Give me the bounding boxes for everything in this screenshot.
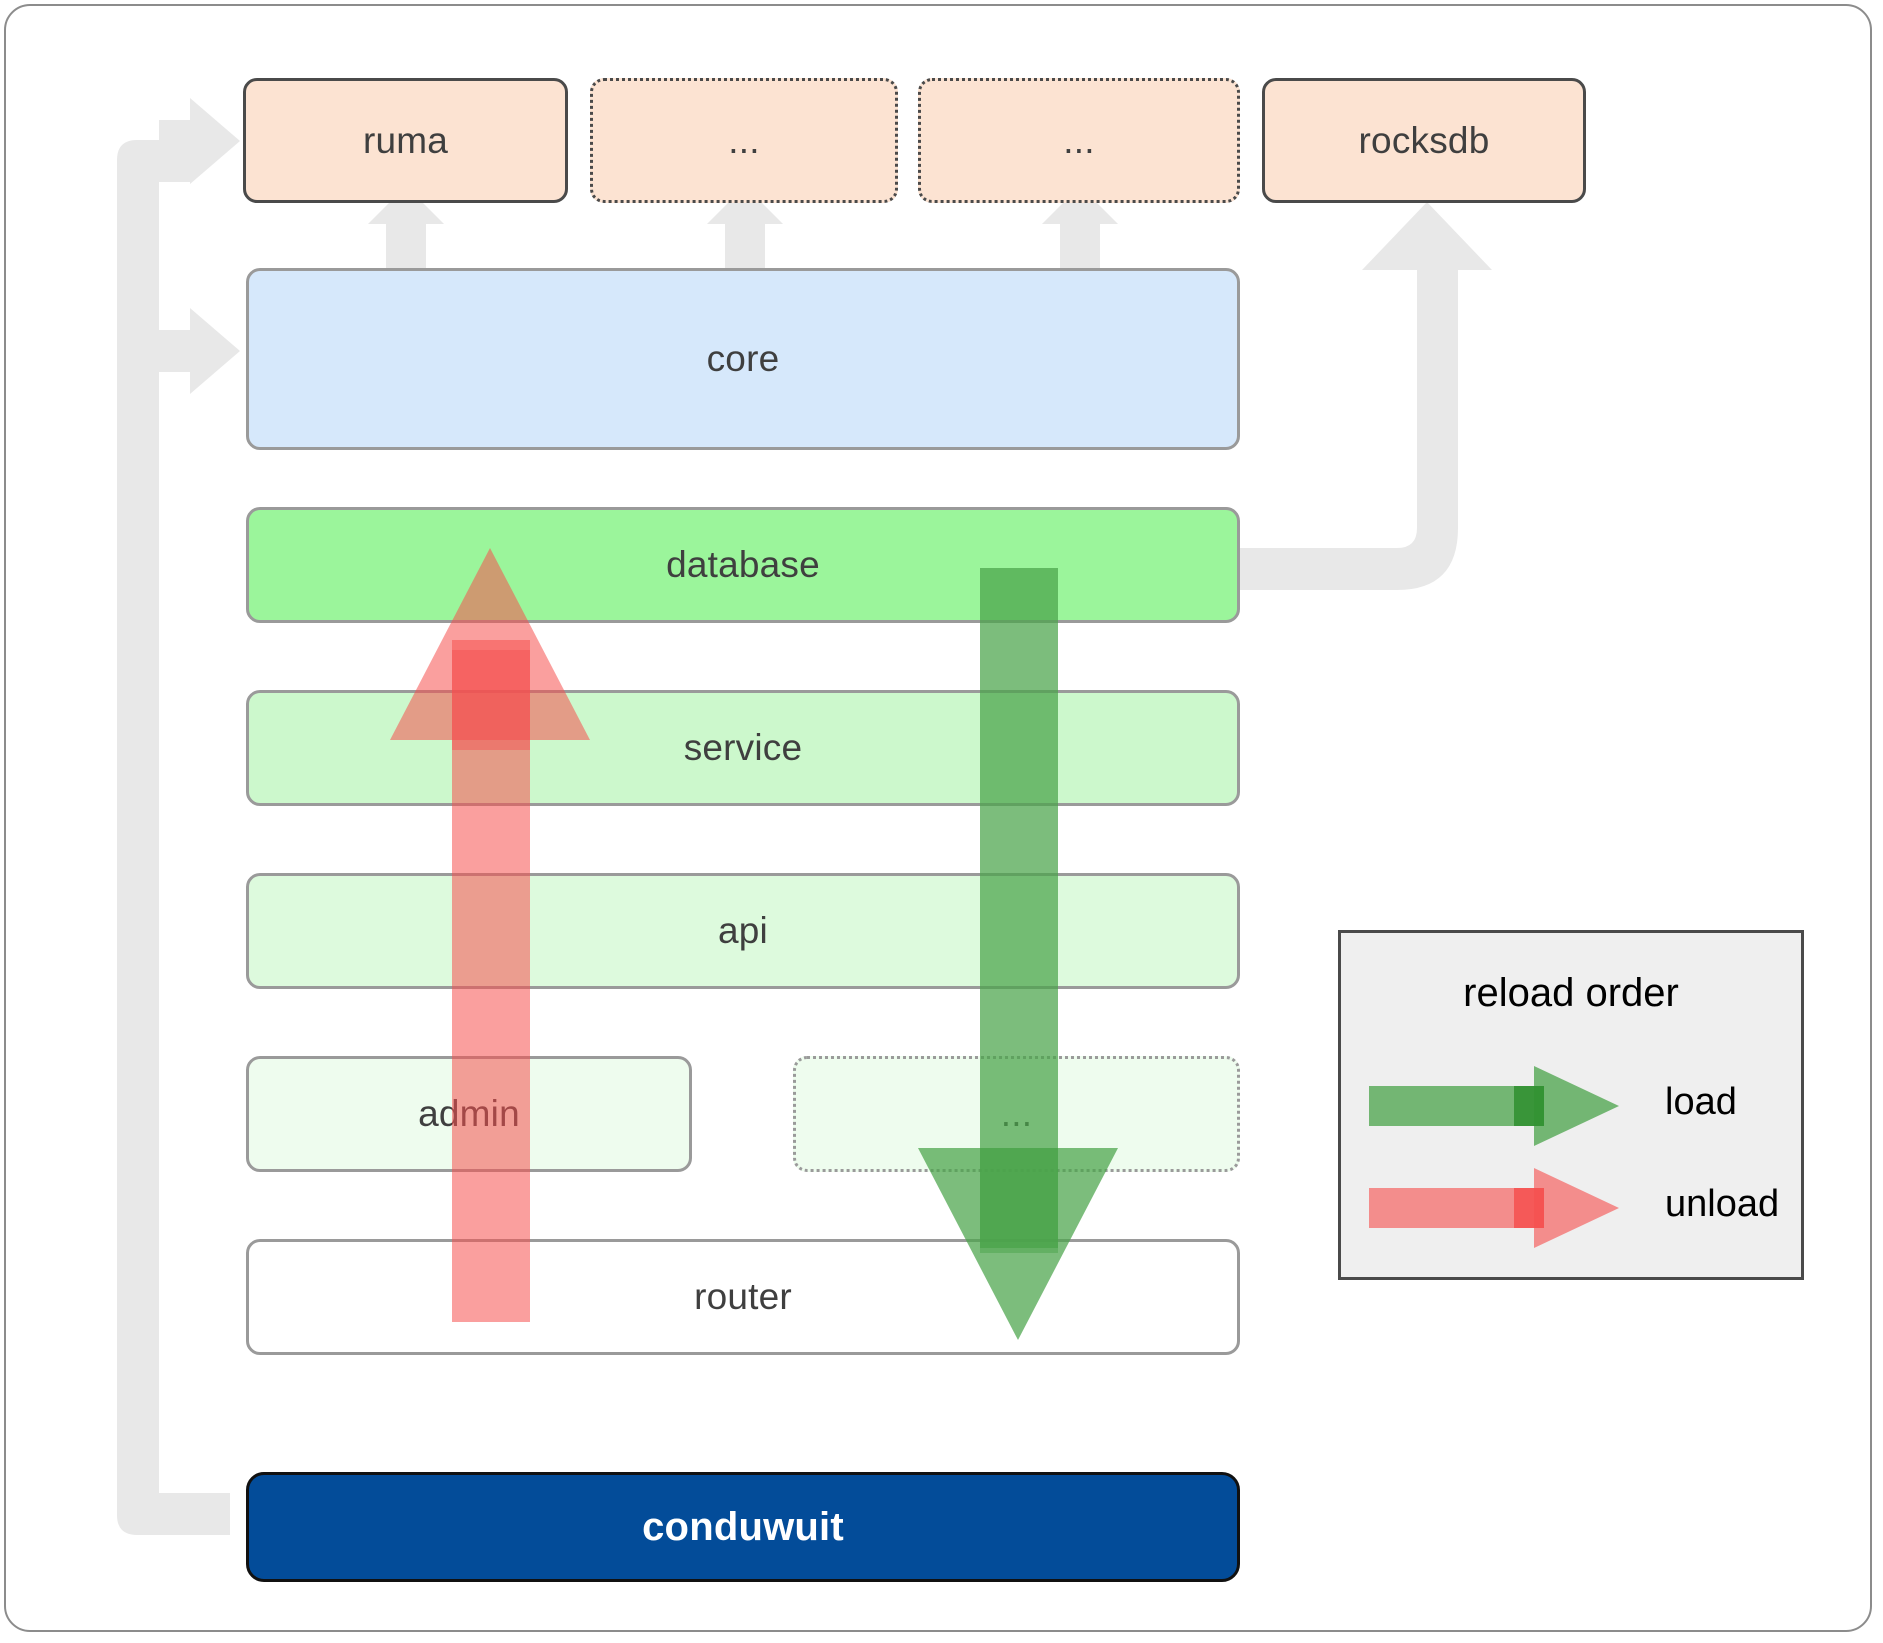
core-label: core (706, 338, 780, 379)
dependency-label: ... (1063, 119, 1095, 161)
stack-layer-label: database (666, 544, 820, 585)
stack-layer-label: ... (1000, 1093, 1033, 1134)
legend-label-unload: unload (1665, 1183, 1780, 1225)
stack-layer-database[interactable]: database (246, 507, 1240, 623)
root-label: conduwuit (642, 1504, 844, 1549)
stack-layer-admin[interactable]: admin (246, 1056, 692, 1172)
stack-layer-placeholder[interactable]: ... (793, 1056, 1240, 1172)
legend-arrow-unload (1369, 1168, 1619, 1248)
dependency-label: ... (728, 119, 760, 161)
core-box[interactable]: core (246, 268, 1240, 450)
legend-title: reload order (1463, 971, 1679, 1015)
dependency-label: rocksdb (1358, 119, 1490, 161)
stack-layer-service[interactable]: service (246, 690, 1240, 806)
dependency-box-ruma[interactable]: ruma (243, 78, 568, 203)
dependency-box-placeholder-2[interactable]: ... (918, 78, 1240, 203)
stack-layer-label: api (718, 910, 768, 951)
dependency-label: ruma (362, 119, 449, 161)
stack-layer-label: service (683, 727, 803, 768)
stack-layer-label: router (694, 1276, 792, 1317)
diagram-frame (4, 4, 1872, 1632)
legend-label-load: load (1665, 1081, 1737, 1123)
legend-arrow-load (1369, 1066, 1619, 1146)
legend-panel: reload order load unload (1338, 930, 1804, 1280)
root-box-conduwuit[interactable]: conduwuit (246, 1472, 1240, 1582)
dependency-box-placeholder-1[interactable]: ... (590, 78, 898, 203)
dependency-box-rocksdb[interactable]: rocksdb (1262, 78, 1586, 203)
stack-layer-router[interactable]: router (246, 1239, 1240, 1355)
stack-layer-api[interactable]: api (246, 873, 1240, 989)
stack-layer-label: admin (418, 1093, 520, 1134)
